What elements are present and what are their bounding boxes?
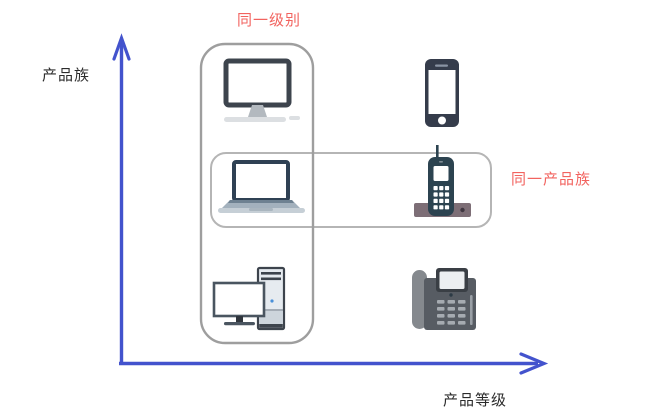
y-axis-arrowhead-icon	[112, 33, 131, 61]
same-family-annotation: 同一产品族	[511, 171, 592, 188]
smartphone-icon	[425, 59, 459, 127]
same-level-group-box	[199, 42, 315, 345]
laptop-icon	[218, 160, 305, 213]
x-axis	[119, 352, 549, 375]
cordless-phone-icon	[414, 145, 471, 217]
y-axis	[112, 33, 131, 364]
desktop-pc-icon	[212, 266, 286, 331]
x-axis-label: 产品等级	[443, 392, 508, 409]
same-family-group-box	[210, 152, 492, 228]
same-level-annotation: 同一级别	[237, 12, 302, 29]
x-axis-arrowhead-icon	[519, 352, 549, 375]
y-axis-label: 产品族	[42, 67, 91, 84]
desktop-monitor-icon	[223, 58, 300, 122]
landline-phone-icon	[412, 268, 476, 330]
